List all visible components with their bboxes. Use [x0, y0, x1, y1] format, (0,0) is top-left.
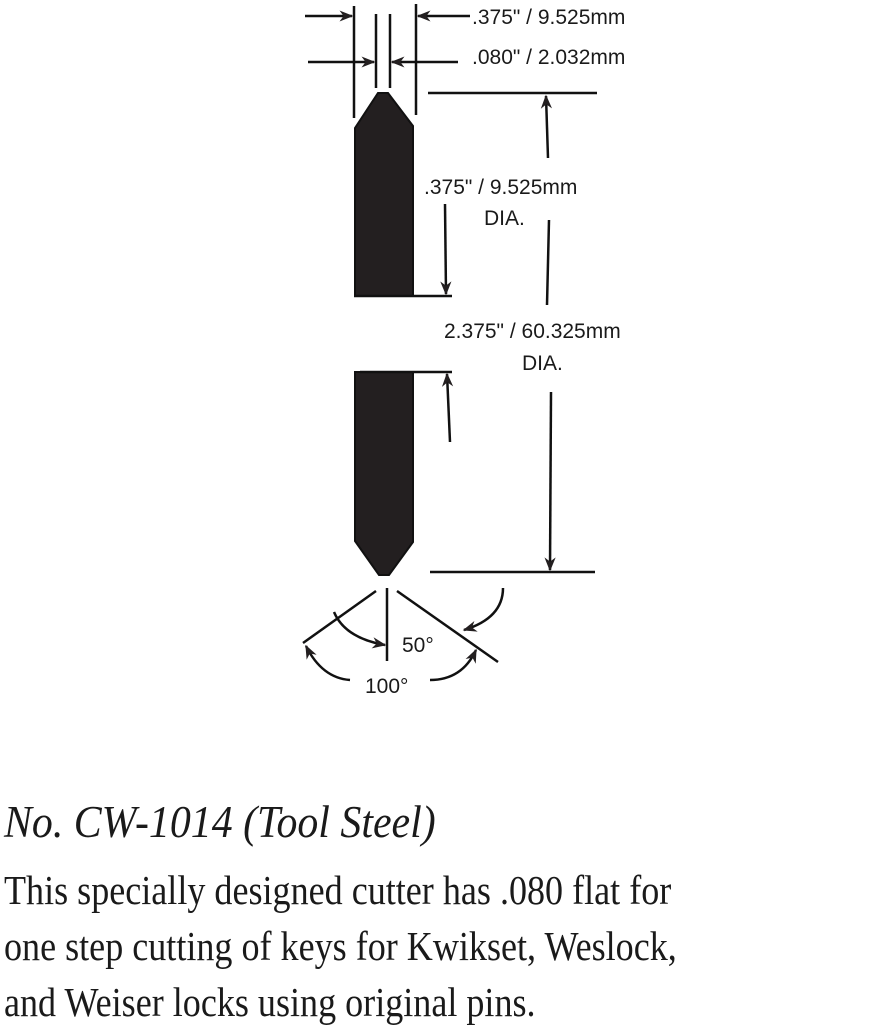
angle-line-left: [302, 589, 377, 645]
half-angle-arc-right: [462, 587, 505, 632]
full-angle-label: 100°: [365, 675, 408, 698]
half-angle-arc-left: [332, 611, 387, 649]
flat-width-label: .080" / 2.032mm: [472, 46, 625, 69]
lower-diameter-arrow: [441, 372, 454, 443]
overall-width-label: .375" / 9.525mm: [472, 6, 625, 29]
cutter-diagram: .375" / 9.525mm .080" / 2.032mm .375" / …: [302, 4, 625, 698]
description-line: This specially designed cutter has .080 …: [4, 867, 672, 913]
length-line-mid: [545, 219, 551, 306]
diameter-label: .375" / 9.525mm: [424, 176, 577, 199]
cutter-upper-body: [354, 92, 414, 297]
length-arrow-top: [540, 94, 553, 159]
half-angle-label: 50°: [402, 634, 434, 657]
length-suffix: DIA.: [522, 352, 563, 375]
angle-line-right: [396, 589, 499, 664]
diameter-arrow: [440, 203, 452, 296]
cutter-lower-body: [354, 371, 414, 576]
length-label: 2.375" / 60.325mm: [444, 320, 621, 343]
full-angle-arc-right: [429, 648, 478, 682]
product-description: This specially designed cutter has .080 …: [4, 862, 677, 1030]
length-arrow-bottom: [544, 391, 556, 572]
description-line: one step cutting of keys for Kwikset, We…: [4, 923, 677, 969]
full-angle-arc-left: [304, 644, 351, 682]
diameter-suffix: DIA.: [484, 207, 525, 230]
description-line: and Weiser locks using original pins.: [4, 979, 536, 1025]
product-title: No. CW-1014 (Tool Steel): [4, 797, 436, 847]
